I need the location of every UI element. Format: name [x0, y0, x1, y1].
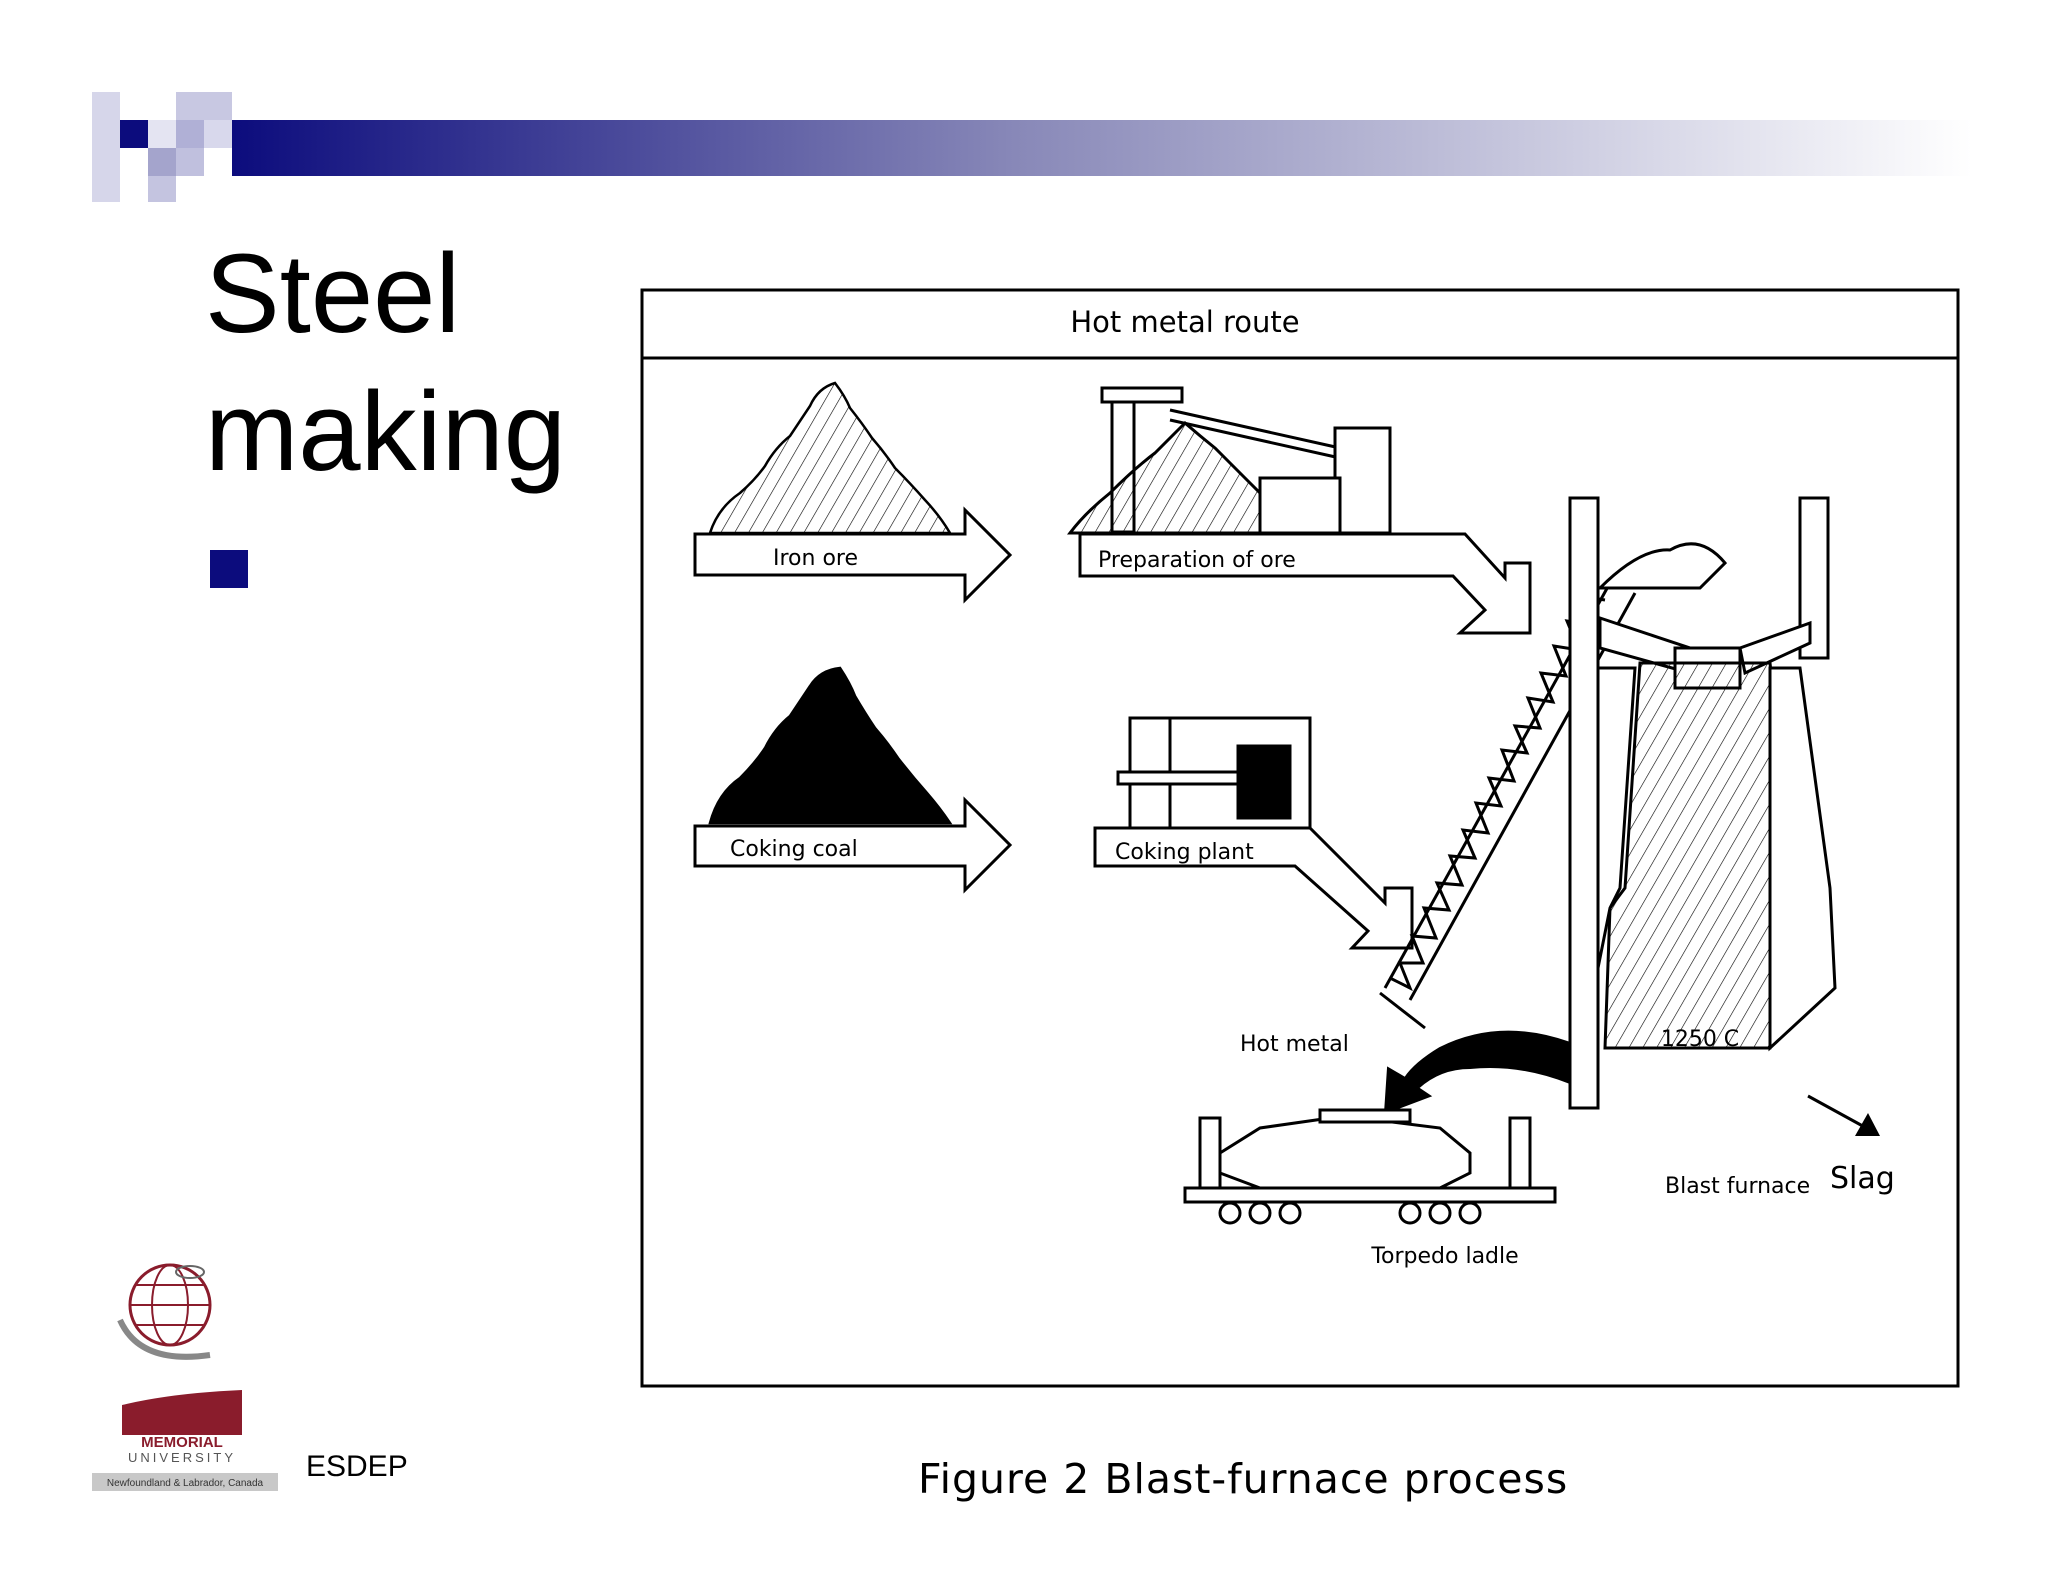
banner-square: [120, 120, 148, 148]
footer-esdep: ESDEP: [306, 1450, 408, 1483]
coking-plant-building: [1116, 716, 1312, 830]
logo-memorial-text: MEMORIAL: [141, 1434, 223, 1451]
coking-plant-label: Coking plant: [1115, 840, 1254, 865]
coking-coal-arrow: [693, 796, 1013, 894]
ore-preparation-plant: [1066, 386, 1392, 535]
torpedo-ladle: [1183, 1108, 1557, 1225]
banner-square: [176, 148, 204, 176]
banner-square: [92, 92, 120, 202]
blast-furnace-diagram: Hot metal route Iron ore Coking coal Pre…: [640, 288, 1960, 1388]
figure-caption: Figure 2 Blast-furnace process: [918, 1455, 1569, 1503]
blast-furnace-label: Blast furnace: [1665, 1174, 1810, 1199]
bullet-square: [210, 550, 248, 588]
coking-coal-pile: [708, 666, 953, 825]
engineering-faculty-logo: [117, 1263, 212, 1360]
banner-square: [176, 92, 232, 120]
preparation-label: Preparation of ore: [1098, 548, 1296, 573]
banner-bar: [232, 120, 1972, 176]
torpedo-ladle-label: Torpedo ladle: [1370, 1244, 1518, 1269]
logo-location-text: Newfoundland & Labrador, Canada: [107, 1478, 264, 1489]
slag-arrow: [1807, 1094, 1880, 1136]
coking-plant-arrow: [1093, 826, 1414, 950]
header-banner: [92, 92, 1972, 202]
banner-square: [120, 92, 148, 120]
hot-metal-label: Hot metal: [1240, 1032, 1349, 1057]
title-line-2: making: [205, 369, 567, 494]
title-line-1: Steel: [205, 231, 461, 356]
iron-ore-arrow: [693, 506, 1013, 604]
banner-square: [176, 120, 204, 148]
coking-coal-label: Coking coal: [730, 837, 858, 862]
logo-university-text: UNIVERSITY: [128, 1450, 236, 1465]
slide-title: Steel making: [205, 225, 566, 501]
banner-square: [148, 120, 176, 148]
banner-square: [204, 120, 232, 148]
preparation-arrow: [1078, 532, 1532, 635]
iron-ore-label: Iron ore: [773, 546, 858, 571]
memorial-university-logo: MEMORIAL UNIVERSITY Newfoundland & Labra…: [92, 1390, 278, 1491]
diagram-header: Hot metal route: [1070, 305, 1299, 339]
iron-ore-pile: [708, 381, 953, 535]
slag-label: Slag: [1830, 1161, 1895, 1196]
blast-furnace: [1568, 496, 1837, 1110]
temperature-label: 1250 C: [1661, 1027, 1739, 1052]
banner-square: [148, 176, 176, 202]
banner-square: [148, 148, 176, 176]
